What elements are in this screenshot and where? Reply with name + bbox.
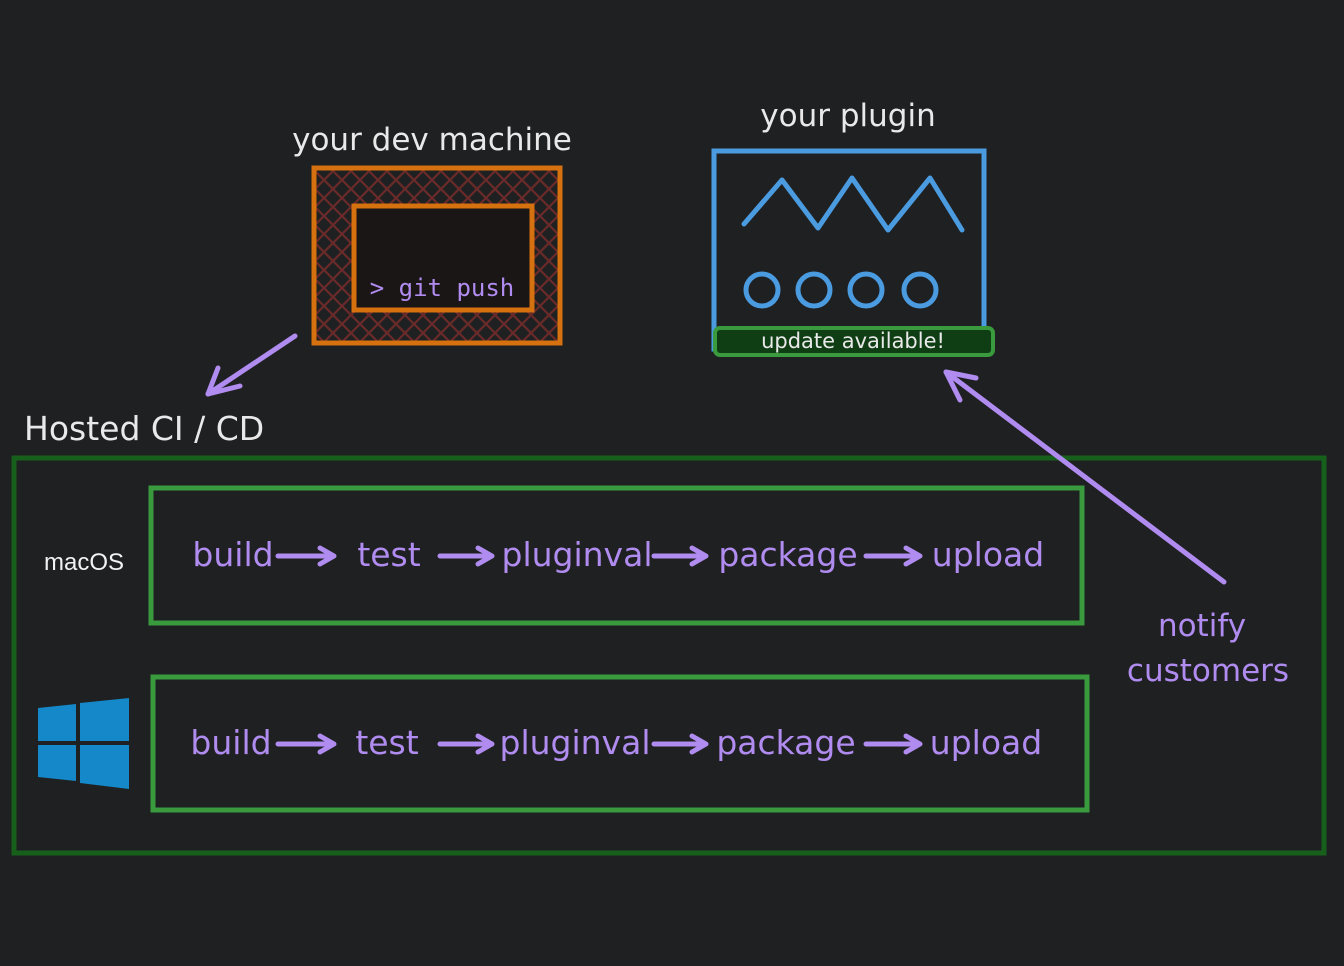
step-arrow-icon <box>437 733 495 755</box>
step-build: build <box>190 723 271 762</box>
ci-frame <box>11 455 1327 856</box>
knob-icon[interactable] <box>743 271 781 309</box>
knob-icon[interactable] <box>795 271 833 309</box>
macos-pipeline-box <box>148 485 1085 626</box>
step-build: build <box>192 535 273 574</box>
notify-label-line2: customers <box>1127 653 1289 689</box>
step-upload: upload <box>930 723 1042 762</box>
windows-logo-icon <box>38 698 129 789</box>
knob-icon[interactable] <box>847 271 885 309</box>
plugin-knobs <box>743 271 939 309</box>
step-arrow-icon <box>437 545 495 567</box>
pipeline-steps: build test pluginval package upload <box>190 723 1042 762</box>
step-arrow-icon <box>863 733 923 755</box>
windows-pipeline-box <box>150 674 1090 813</box>
step-package: package <box>716 723 855 762</box>
macos-label: macOS <box>44 549 124 576</box>
step-package: package <box>718 535 857 574</box>
step-pluginval: pluginval <box>502 535 653 574</box>
step-arrow-icon <box>863 545 923 567</box>
knob-icon[interactable] <box>901 271 939 309</box>
git-push-command: > git push <box>370 274 515 302</box>
pipeline-steps: build test pluginval package upload <box>192 535 1044 574</box>
step-arrow-icon <box>651 545 709 567</box>
ci-title: Hosted CI / CD <box>24 409 264 448</box>
plugin: your plugin update available! <box>711 98 995 357</box>
step-test: test <box>357 535 420 574</box>
dev-machine-title: your dev machine <box>292 122 572 158</box>
plugin-title: your plugin <box>760 98 935 134</box>
notify-arrow <box>943 369 1227 585</box>
push-arrow <box>205 333 298 397</box>
step-arrow-icon <box>275 733 337 755</box>
windows-pipeline: build test pluginval package upload <box>38 674 1090 813</box>
step-test: test <box>355 723 418 762</box>
notify-label-line1: notify <box>1158 608 1246 644</box>
update-available-banner[interactable] <box>713 326 995 357</box>
step-upload: upload <box>932 535 1044 574</box>
macos-pipeline: macOS build test pluginval package upload <box>44 485 1085 626</box>
waveform-icon <box>741 175 965 233</box>
dev-machine: your dev machine > git push <box>292 122 572 346</box>
update-available-label: update available! <box>761 329 945 353</box>
step-pluginval: pluginval <box>500 723 651 762</box>
dev-terminal-window <box>351 203 535 313</box>
step-arrow-icon <box>651 733 709 755</box>
step-arrow-icon <box>275 545 337 567</box>
